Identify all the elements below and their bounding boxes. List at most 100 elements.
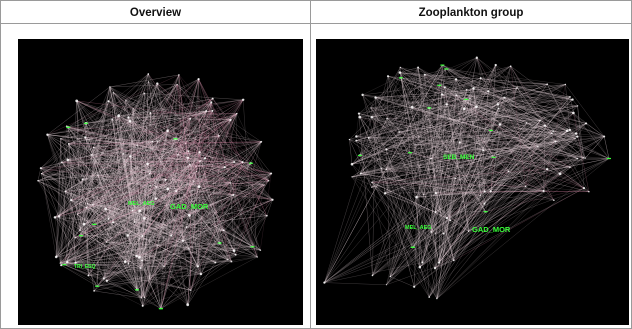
network-edge	[157, 83, 179, 155]
network-edge	[360, 68, 447, 174]
network-edge	[167, 74, 180, 190]
network-edge	[416, 191, 485, 198]
network-edge	[446, 68, 552, 134]
network-edge	[74, 83, 158, 238]
network-edge	[66, 126, 253, 247]
network-edge	[371, 117, 485, 204]
network-edge	[60, 135, 220, 264]
network-node	[350, 162, 354, 166]
network-edge	[139, 182, 231, 211]
network-node	[105, 241, 108, 243]
overview-node-labels: GAD_MOR MEL_AEG TRI_ESQ	[74, 201, 209, 270]
network-edge	[132, 210, 202, 275]
network-node	[127, 263, 130, 265]
network-edge	[87, 83, 158, 204]
network-edge	[424, 74, 548, 85]
network-edge	[324, 158, 610, 283]
network-edge	[67, 159, 82, 236]
network-edge	[488, 91, 539, 147]
network-edge	[434, 212, 436, 269]
network-node	[414, 144, 416, 146]
network-edge	[441, 91, 489, 95]
network-node	[186, 303, 190, 307]
network-edge	[178, 74, 186, 144]
node-label-mel-aeg: MEL_AEG	[128, 201, 155, 207]
network-edge	[370, 107, 420, 268]
network-edge	[416, 99, 467, 198]
network-edge	[498, 108, 578, 137]
network-node	[39, 167, 42, 170]
network-node	[105, 279, 108, 282]
network-edge	[417, 67, 437, 194]
network-edge	[85, 110, 213, 124]
network-edge	[60, 215, 190, 264]
network-edge	[64, 179, 83, 265]
zooplankton-nodes	[323, 56, 611, 300]
network-edge	[103, 263, 129, 279]
network-edge	[41, 173, 236, 255]
network-edge	[129, 121, 151, 280]
network-edge	[136, 194, 234, 290]
network-edge	[387, 76, 443, 95]
network-edge	[375, 97, 539, 147]
network-edge	[41, 173, 61, 264]
network-edge	[360, 173, 485, 192]
network-edge	[142, 194, 234, 237]
network-edge	[155, 83, 158, 187]
network-edge	[94, 224, 141, 269]
network-edge	[456, 94, 498, 105]
network-edge	[171, 141, 262, 236]
network-edge	[142, 141, 262, 307]
network-edge	[85, 84, 178, 124]
network-edge	[358, 113, 420, 268]
network-edge	[157, 83, 191, 119]
network-edge	[358, 113, 373, 276]
network-edge	[137, 144, 253, 247]
network-node	[509, 65, 512, 68]
network-edge	[109, 86, 126, 101]
network-edge	[80, 185, 151, 236]
network-edge	[200, 254, 236, 275]
network-edge	[356, 136, 539, 147]
network-edge	[324, 282, 387, 285]
network-edge	[139, 162, 243, 211]
network-edge	[144, 218, 202, 275]
network-edge	[67, 159, 108, 281]
network-edge	[351, 89, 467, 165]
network-edge	[450, 133, 577, 221]
network-node	[374, 96, 377, 99]
network-edge	[109, 74, 179, 88]
network-edge	[424, 74, 436, 269]
network-edge	[386, 149, 430, 298]
network-edge	[68, 127, 265, 186]
network-edge	[56, 115, 119, 257]
network-node	[66, 158, 69, 162]
network-node	[178, 74, 180, 76]
network-node	[53, 216, 57, 219]
network-edge	[109, 86, 273, 200]
network-edge	[108, 117, 129, 220]
network-edge	[167, 130, 232, 262]
network-edge	[54, 217, 82, 236]
network-edge	[58, 93, 145, 217]
network-edge	[83, 224, 95, 291]
network-edge	[144, 93, 158, 142]
network-edge	[381, 168, 415, 287]
network-edge	[144, 235, 172, 298]
network-edge	[476, 57, 489, 92]
network-edge	[510, 66, 585, 189]
network-edge	[134, 221, 224, 231]
network-edge	[140, 198, 157, 269]
network-edge	[79, 84, 178, 231]
network-edge	[86, 112, 151, 208]
network-edge	[416, 104, 447, 198]
network-edge	[358, 77, 402, 114]
network-edge	[412, 88, 474, 108]
network-node	[359, 172, 362, 175]
network-edge	[67, 147, 94, 160]
network-edge	[446, 66, 511, 105]
network-edge	[125, 81, 149, 101]
network-edge	[94, 290, 142, 299]
network-edge	[359, 116, 584, 159]
network-edge	[136, 163, 252, 290]
